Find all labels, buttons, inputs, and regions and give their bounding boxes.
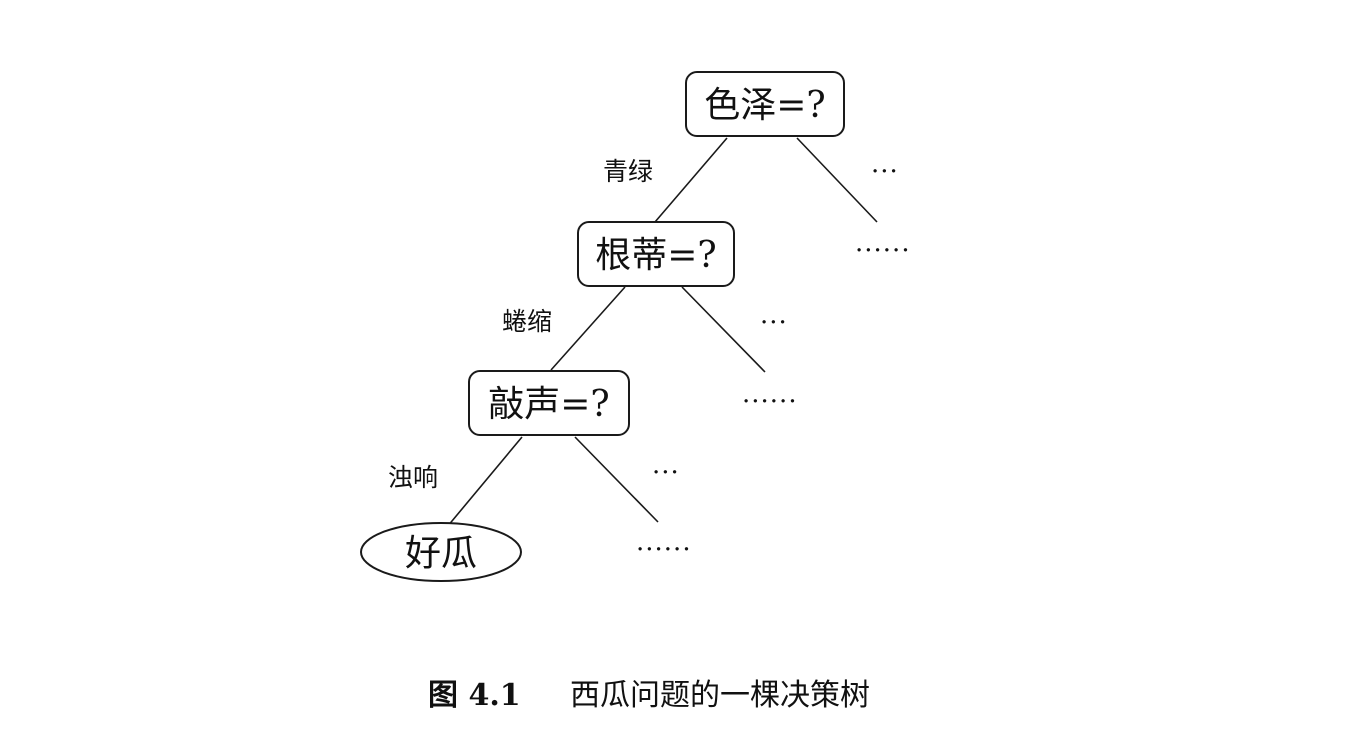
node-leaf: 好瓜: [360, 522, 522, 582]
edge-level3-left: [446, 436, 523, 528]
edge-level2-left: [550, 286, 626, 371]
node-level2-label: 根蒂=?: [595, 235, 716, 276]
node-level3-label: 敲声=?: [488, 384, 609, 425]
dots-level2-short: ···: [760, 308, 788, 338]
edge-label-qinglv: 青绿: [603, 157, 653, 186]
node-root: 色泽=?: [685, 71, 845, 137]
dots-level3-long: ······: [636, 535, 692, 565]
figure-caption: 西瓜问题的一棵决策树: [570, 678, 870, 713]
dots-root-long: ······: [855, 236, 911, 266]
dots-level2-long: ······: [742, 387, 798, 417]
edge-level3-right: [574, 436, 659, 523]
edge-root-left: [654, 137, 728, 223]
edge-label-zhuoxiang: 浊响: [388, 463, 438, 492]
dots-root-short: ···: [871, 157, 899, 187]
node-level3: 敲声=?: [468, 370, 630, 436]
edge-root-right: [796, 137, 878, 223]
edge-level2-right: [681, 286, 766, 373]
figure-number: 图 4.1: [428, 678, 521, 713]
node-level2: 根蒂=?: [577, 221, 735, 287]
node-leaf-label: 好瓜: [405, 533, 477, 574]
dots-level3-short: ···: [652, 458, 680, 488]
edge-label-quansuo: 蜷缩: [502, 307, 552, 336]
node-root-label: 色泽=?: [704, 85, 825, 126]
